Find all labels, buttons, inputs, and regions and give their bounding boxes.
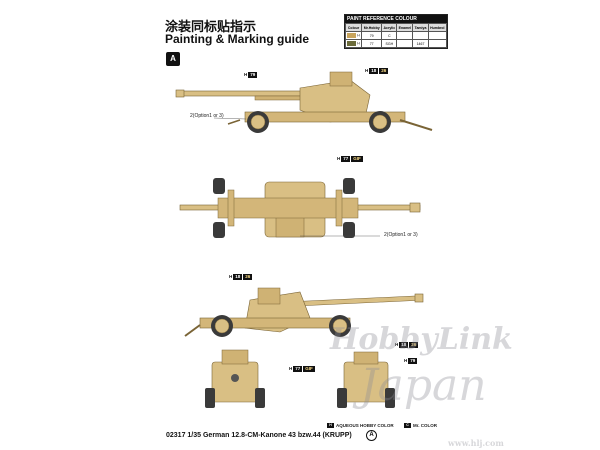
title-english: Painting & Marking guide bbox=[165, 32, 310, 46]
paint-reference-header-row: Colour Mr.Hobby Acrylic Enamel Tamiya Hu… bbox=[344, 23, 448, 32]
table-cell: SGH bbox=[381, 39, 398, 48]
table-row: H 79 C bbox=[344, 31, 448, 40]
side-view-top bbox=[175, 71, 433, 133]
paint-reference-table: PAINT REFERENCE COLOUR Colour Mr.Hobby A… bbox=[344, 14, 448, 49]
title-chinese: 涂装同标贴指示 bbox=[165, 20, 257, 35]
option-callout-plan: 2(Option1 or 3) bbox=[384, 232, 418, 238]
paint-reference-heading: PAINT REFERENCE COLOUR bbox=[345, 15, 447, 23]
footer-title: 02317 1/35 German 12.8-CM-Kanone 43 bzw.… bbox=[166, 432, 352, 439]
table-cell: 77 bbox=[361, 39, 383, 48]
table-cell bbox=[427, 39, 448, 48]
option-callout-top: 2(Option1 or 3) bbox=[190, 113, 224, 119]
table-row: H 77 SGH 1467 bbox=[344, 39, 448, 48]
watermark-url: www.hlj.com bbox=[448, 438, 504, 448]
colour-swatch bbox=[347, 33, 357, 38]
plan-view bbox=[179, 178, 421, 238]
footer-badge: A bbox=[366, 430, 377, 441]
legend-mr-box: C bbox=[404, 423, 411, 429]
watermark-hobbylink: HobbyLink bbox=[330, 322, 513, 357]
colour-swatch bbox=[347, 41, 357, 46]
watermark-japan: Japan bbox=[360, 360, 487, 411]
rear-view bbox=[337, 351, 395, 408]
option-badge: A bbox=[166, 52, 180, 66]
side-view-bottom bbox=[184, 287, 424, 337]
front-view bbox=[205, 349, 265, 408]
legend-aqueous-box: H bbox=[327, 423, 334, 429]
